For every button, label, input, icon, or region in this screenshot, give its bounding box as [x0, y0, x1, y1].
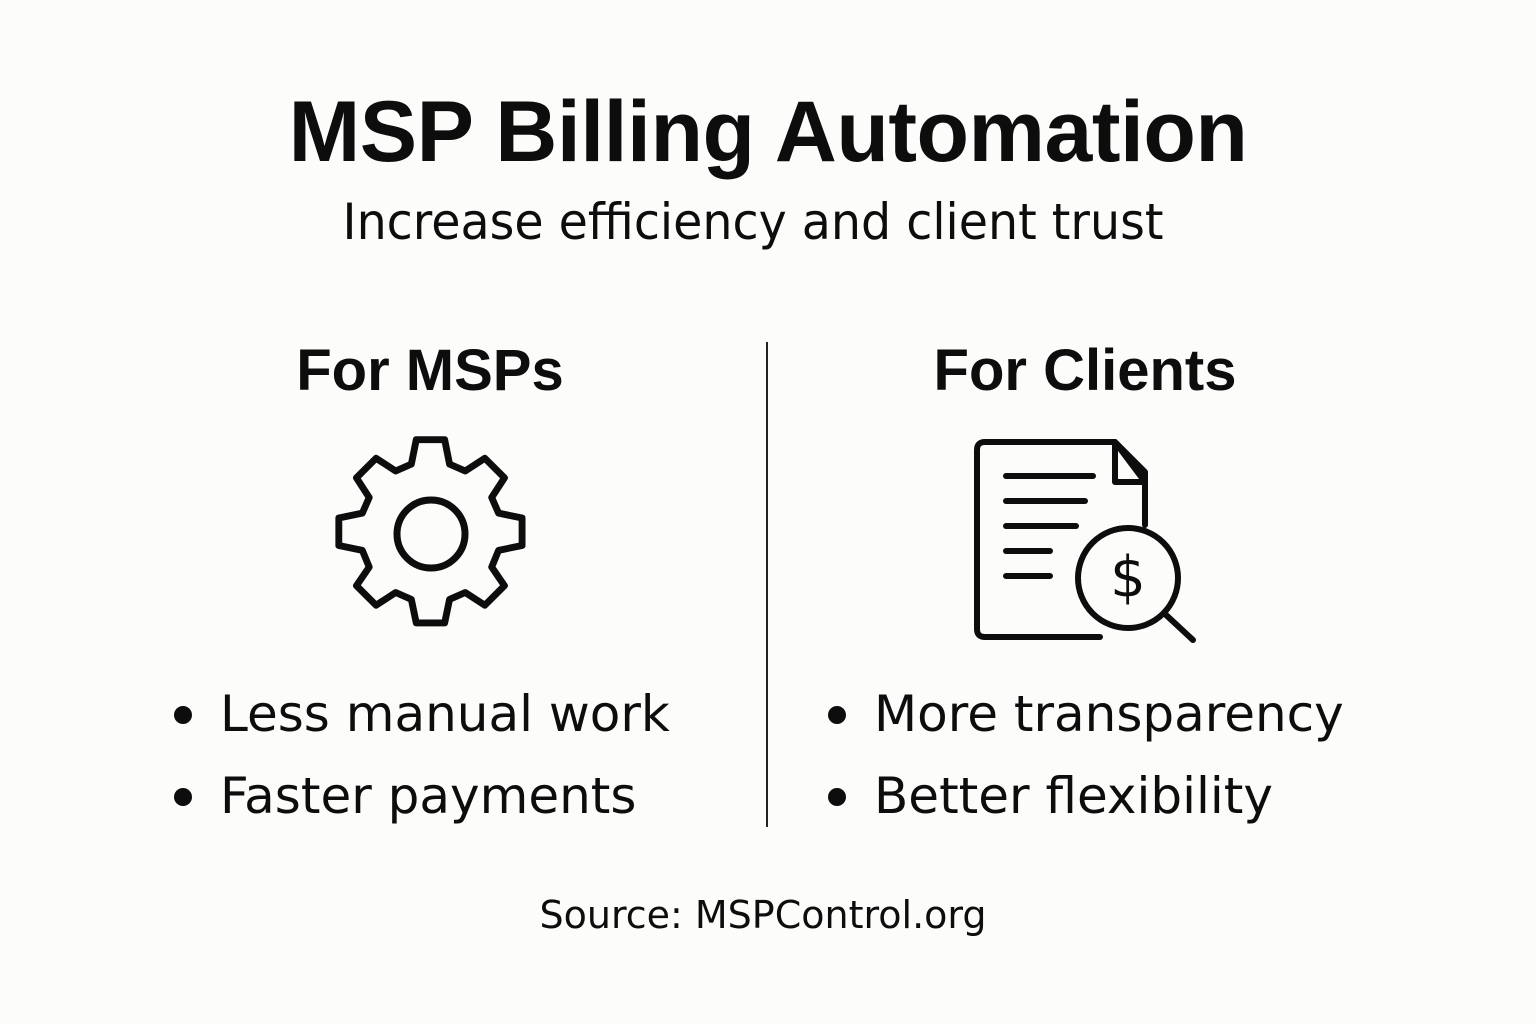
invoice-dollar-search-icon: $	[965, 430, 1205, 650]
bullet-icon	[828, 706, 846, 724]
list-item-label: Less manual work	[220, 685, 670, 743]
page-title: MSP Billing Automation	[288, 84, 1248, 180]
bullet-icon	[174, 788, 192, 806]
list-item-label: More transparency	[874, 685, 1344, 743]
list-item: Less manual work	[170, 673, 670, 755]
msp-benefits-list: Less manual work Faster payments	[170, 673, 670, 837]
msp-column-heading: For MSPs	[296, 338, 564, 403]
list-item: Faster payments	[170, 755, 670, 837]
list-item: Better flexibility	[824, 755, 1344, 837]
list-item: More transparency	[824, 673, 1344, 755]
page-subtitle: Increase efficiency and client trust	[342, 193, 1164, 251]
gear-icon	[330, 430, 535, 635]
list-item-label: Faster payments	[220, 767, 637, 825]
column-divider	[766, 342, 768, 827]
clients-benefits-list: More transparency Better flexibility	[824, 673, 1344, 837]
clients-column-heading: For Clients	[933, 338, 1237, 403]
list-item-label: Better flexibility	[874, 767, 1273, 825]
source-credit: Source: MSPControl.org	[539, 893, 987, 937]
bullet-icon	[174, 706, 192, 724]
svg-text:$: $	[1110, 545, 1146, 610]
bullet-icon	[828, 788, 846, 806]
